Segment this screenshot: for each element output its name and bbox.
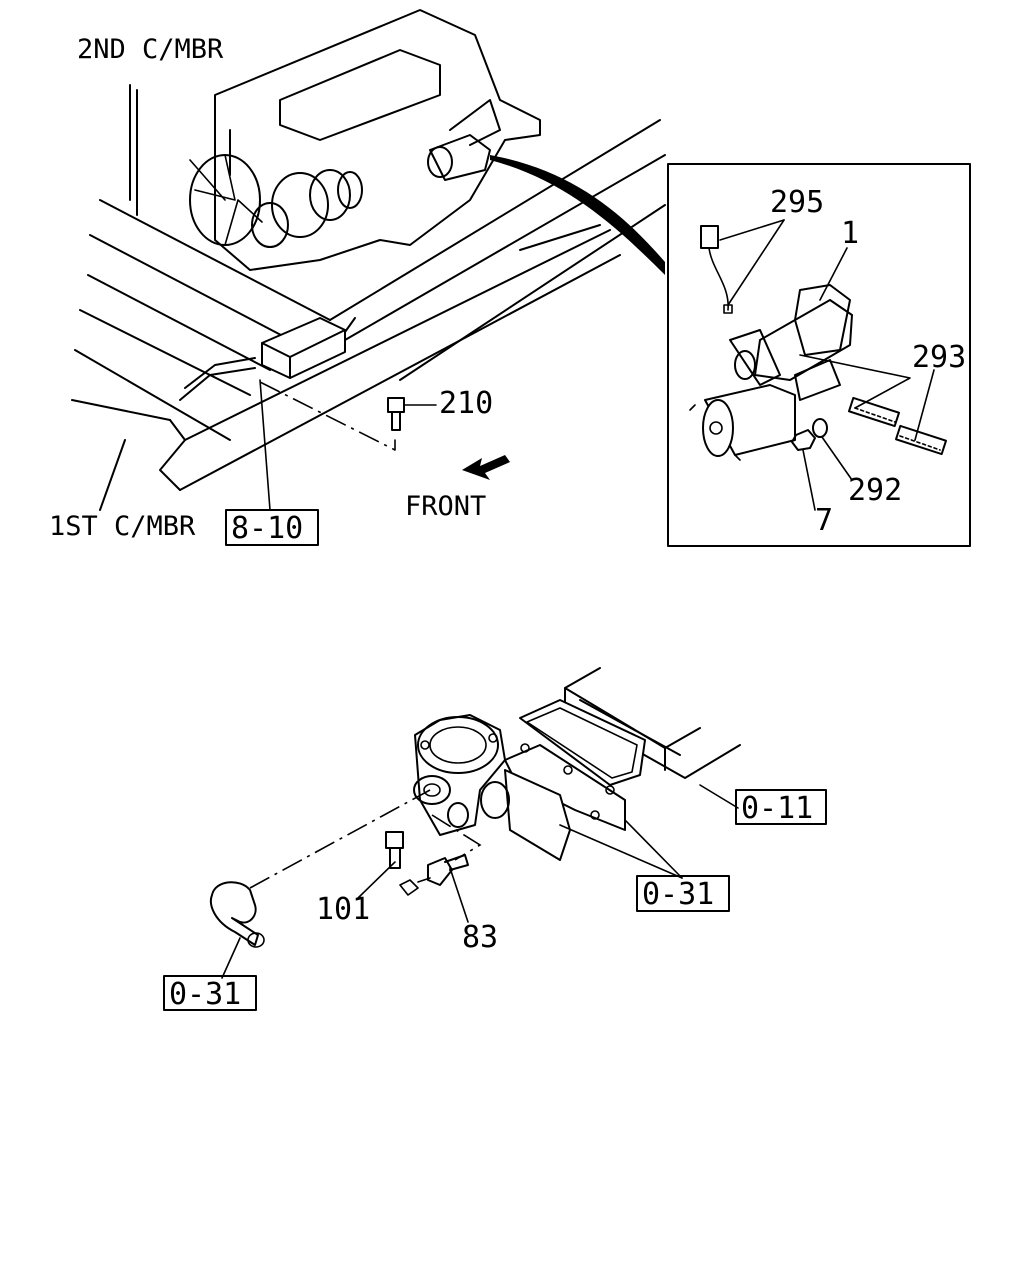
- bolt-210-part: [387, 397, 405, 431]
- stud-83-part: [399, 854, 469, 896]
- ref-gasket-box: [636, 875, 730, 912]
- cable-number: 293: [912, 340, 966, 375]
- first-cross-member-label: 1ST C/MBR: [49, 511, 196, 542]
- stud-83-number: 83: [462, 920, 498, 955]
- harness-number: 295: [770, 185, 824, 220]
- starter-detail-box: [667, 163, 971, 547]
- ref-block-label: 0-11: [741, 791, 813, 826]
- ref-pipe-label: 0-31: [169, 977, 241, 1012]
- front-label: FRONT: [405, 491, 486, 522]
- ref-frame-box: [225, 509, 319, 546]
- washer-number: 292: [848, 473, 902, 508]
- bolt-210-number: 210: [439, 386, 493, 421]
- front-arrow-icon: [462, 455, 510, 480]
- ref-pipe-box: [163, 975, 257, 1011]
- nut-washer-cable-parts: [791, 396, 947, 456]
- nut-number: 7: [815, 503, 833, 538]
- second-cross-member-label: 2ND C/MBR: [77, 34, 224, 65]
- starter-motor-part: [689, 225, 853, 461]
- block-assembly-drawing: [413, 667, 741, 861]
- starter-number: 1: [841, 216, 859, 251]
- vehicle-frame-drawing: [71, 9, 666, 511]
- bolt-101-part: [385, 831, 404, 869]
- ref-block-box: [735, 789, 827, 825]
- ref-gasket-label: 0-31: [642, 877, 714, 912]
- ref-frame-label: 8-10: [231, 511, 303, 546]
- bolt-101-number: 101: [316, 892, 370, 927]
- pipe-fitting-part: [210, 881, 265, 948]
